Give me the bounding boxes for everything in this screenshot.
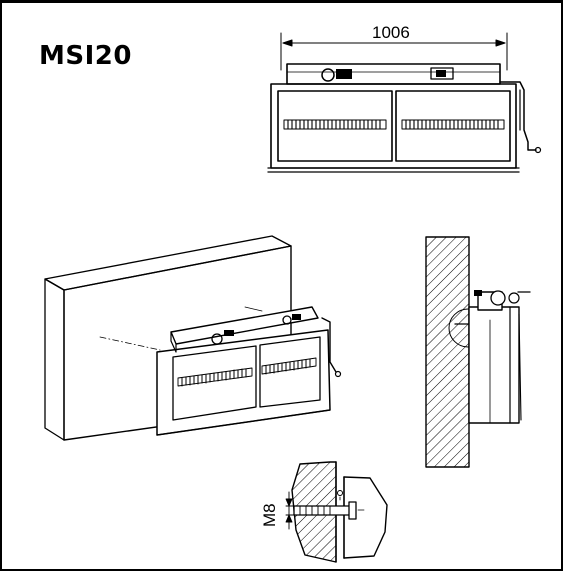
width-dimension-label: 1006	[372, 23, 410, 42]
motor-icon	[321, 68, 335, 82]
side-view	[425, 236, 531, 468]
anchor-detail: M8	[260, 461, 388, 563]
front-view: 1006	[267, 23, 542, 173]
bolt-size-label: M8	[260, 503, 279, 527]
product-title: MSI20	[39, 41, 132, 71]
isometric-view	[44, 235, 342, 441]
width-dimension: 1006	[280, 23, 508, 71]
bolt-dimension	[285, 491, 295, 530]
